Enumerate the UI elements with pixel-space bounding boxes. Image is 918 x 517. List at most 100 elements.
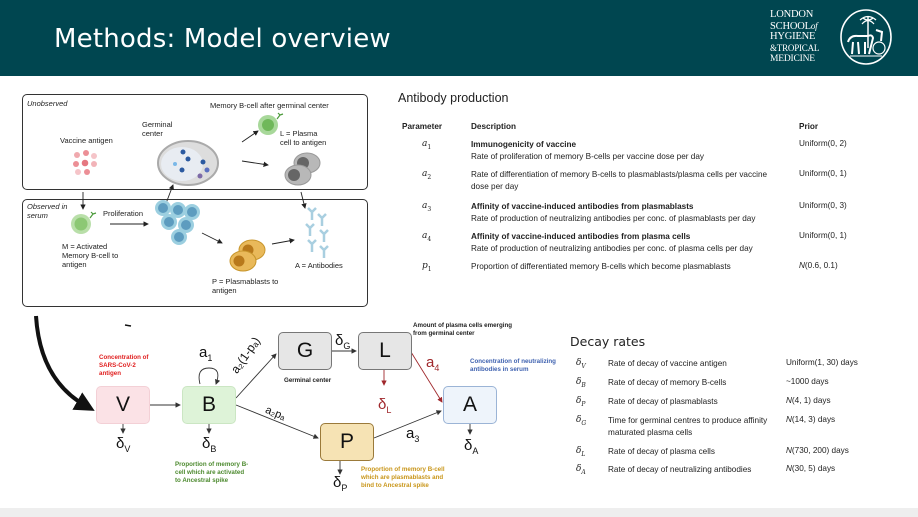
prior-dist: N xyxy=(786,464,792,473)
plasma-cell-icon xyxy=(284,152,321,186)
symbol-subscript: 1 xyxy=(427,143,432,151)
biology-figure: Unobserved Observed in serum Vaccine ant… xyxy=(20,92,390,320)
germinal-center-label: Germinal center xyxy=(142,120,172,138)
arrow-b-self-loop xyxy=(198,367,221,385)
parameter-description: Rate of decay of plasma cells xyxy=(608,447,715,456)
label-line: P = Plasmablasts to xyxy=(212,277,279,286)
logo-line: &TROPICAL xyxy=(770,42,820,53)
symbol: a xyxy=(422,139,428,149)
symbol: a xyxy=(406,425,415,442)
note-g: Germinal center xyxy=(284,377,332,384)
symbol-subscript: L xyxy=(386,405,392,415)
parameter-symbol: p1 xyxy=(422,261,432,273)
note-line: cell which are activated xyxy=(175,469,245,476)
compartment-g: G xyxy=(278,332,332,370)
activated-b-cell-icon xyxy=(71,211,97,234)
parameter-symbol: a2 xyxy=(422,169,431,181)
curved-arrow-icon xyxy=(34,315,95,411)
symbol-subscript: 3 xyxy=(414,434,420,444)
prior-dist: N xyxy=(786,446,792,455)
observed-label-line: serum xyxy=(27,211,48,220)
rate-label-a3: a3 xyxy=(406,425,419,444)
rate-label-delta-v: δV xyxy=(116,435,130,454)
compartment-b: B xyxy=(182,386,236,424)
label-line: Germinal xyxy=(142,120,173,129)
symbol: δ xyxy=(576,377,582,387)
prior-params: ~1000 days xyxy=(786,377,829,386)
symbol: δ xyxy=(464,437,473,454)
description-text: Rate of proliferation of memory B-cells … xyxy=(471,152,704,161)
logo-line: SCHOOL xyxy=(770,20,811,32)
description-text: Rate of production of neutralizing antib… xyxy=(471,244,753,253)
label-line: antigen xyxy=(62,260,87,269)
antibody-production-title: Antibody production xyxy=(398,91,509,105)
note-line: SARS-CoV-2 xyxy=(99,362,136,369)
arrow-b-to-g xyxy=(235,353,277,399)
symbol: δ xyxy=(576,358,582,368)
compartment-l: L xyxy=(358,332,412,370)
observed-label: Observed in serum xyxy=(27,202,67,220)
note-line: Concentration of neutralizing xyxy=(470,358,556,365)
symbol: δ xyxy=(576,464,582,474)
memory-b-cell-icon xyxy=(258,112,284,135)
symbol-subscript: 1 xyxy=(207,353,213,363)
parameter-description: Affinity of vaccine-induced antibodies f… xyxy=(471,201,791,225)
parameter-prior: N(4, 1) days xyxy=(786,396,831,405)
label-line: Memory B-cell to xyxy=(62,251,119,260)
logo-line: MEDICINE xyxy=(770,54,815,64)
arrow-l-to-a xyxy=(410,351,443,403)
symbol-subscript: L xyxy=(581,450,586,458)
rate-label-delta-p: δP xyxy=(333,474,347,493)
prior-dist: N xyxy=(799,261,805,270)
parameter-symbol: δG xyxy=(576,415,586,427)
activated-b-cell-label: M = Activated Memory B-cell to antigen xyxy=(62,242,118,269)
antibodies-icon xyxy=(305,207,329,258)
parameter-description: Rate of differentiation of memory B-cell… xyxy=(471,170,768,191)
symbol-subscript: 2 xyxy=(427,173,432,181)
memory-b-cell-gc-label: Memory B-cell after germinal center xyxy=(210,101,329,110)
symbol-subscript: V xyxy=(581,362,586,370)
compartment-model-diagram: V B G L A P a1 a₂(1-pₐ) a₂pₐ δG a4 δL a3… xyxy=(0,310,560,510)
footer-band xyxy=(0,508,918,517)
symbol-subscript: P xyxy=(341,483,348,493)
symbol-subscript: A xyxy=(581,468,586,476)
description-bold: Affinity of vaccine-induced antibodies f… xyxy=(471,232,691,241)
rate-label-delta-a: δA xyxy=(464,437,478,456)
symbol: a xyxy=(422,231,428,241)
parameter-description: Rate of decay of neutralizing antibodies xyxy=(608,465,752,474)
unobserved-label: Unobserved xyxy=(27,99,68,108)
plasmablasts-label: P = Plasmablasts to antigen xyxy=(212,277,278,295)
parameter-prior: N(30, 5) days xyxy=(786,464,835,473)
parameter-description: Affinity of vaccine-induced antibodies f… xyxy=(471,231,791,255)
compartment-a: A xyxy=(443,386,497,424)
slide-title: Methods: Model overview xyxy=(54,24,391,54)
prior-dist: N xyxy=(786,415,792,424)
symbol: a xyxy=(422,169,428,179)
parameter-prior: N(14, 3) days xyxy=(786,415,835,424)
logo-line: of xyxy=(810,20,818,31)
note-line: Proportion of memory B-cell xyxy=(361,466,445,473)
symbol-subscript: 1 xyxy=(427,265,432,273)
proliferating-b-cells-icon xyxy=(155,200,200,245)
parameter-prior: N(0.6, 0.1) xyxy=(799,261,838,270)
note-a: Concentration of neutralizing antibodies… xyxy=(470,358,556,374)
prior-params: (0.6, 0.1) xyxy=(804,261,838,270)
symbol: δ xyxy=(335,332,344,349)
label-line: L = Plasma xyxy=(280,129,318,138)
symbol-subscript: P xyxy=(581,400,586,408)
symbol: p xyxy=(422,261,428,271)
parameter-description: Time for germinal centres to produce aff… xyxy=(608,416,768,437)
parameter-symbol: δL xyxy=(576,446,585,458)
logo-line: HYGIENE xyxy=(770,31,816,42)
lshtm-seal-icon xyxy=(840,9,892,65)
parameter-description: Rate of decay of memory B-cells xyxy=(608,378,727,387)
plasmablast-icon xyxy=(229,239,266,272)
rate-label-a4: a4 xyxy=(426,354,439,373)
note-l: Amount of plasma cells emerging from ger… xyxy=(413,322,512,338)
parameter-symbol: δV xyxy=(576,358,586,370)
symbol: δ xyxy=(576,415,582,425)
parameter-symbol: δB xyxy=(576,377,586,389)
decay-rates-title: Decay rates xyxy=(570,334,646,349)
note-b: Proportion of memory B- cell which are a… xyxy=(175,461,248,485)
parameter-symbol: δA xyxy=(576,464,586,476)
